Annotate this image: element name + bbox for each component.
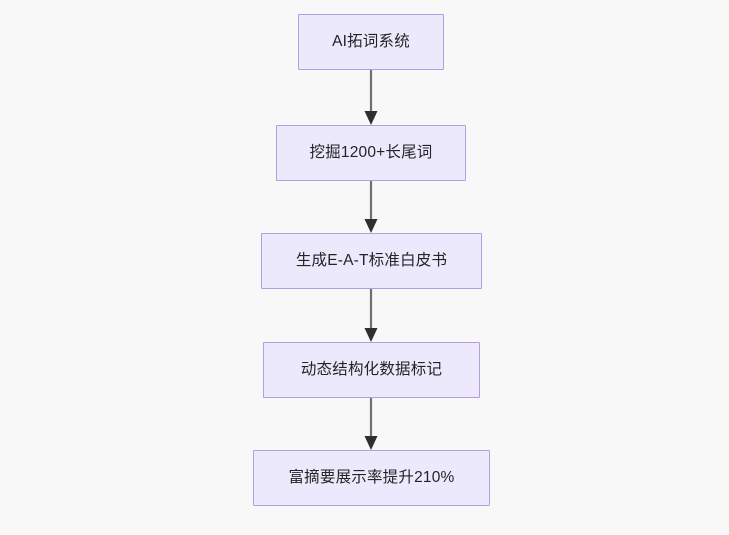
- arrowhead-icon: [364, 328, 378, 342]
- flow-node-mine-longtail-keywords[interactable]: 挖掘1200+长尾词: [276, 125, 466, 181]
- flow-node-label: 挖掘1200+长尾词: [309, 143, 433, 161]
- flow-node-label: 生成E-A-T标准白皮书: [295, 251, 448, 269]
- arrowhead-icon: [364, 219, 378, 233]
- flow-node-label: 富摘要展示率提升210%: [288, 468, 455, 486]
- flow-node-label: AI拓词系统: [332, 32, 410, 50]
- flow-edge-n2-n3: [360, 181, 382, 233]
- flow-node-dynamic-structured-data-markup[interactable]: 动态结构化数据标记: [263, 342, 480, 398]
- arrowhead-icon: [364, 111, 378, 125]
- arrowhead-icon: [364, 436, 378, 450]
- flow-edge-n4-n5: [360, 398, 382, 450]
- flow-edge-n3-n4: [360, 289, 382, 342]
- flow-node-label: 动态结构化数据标记: [300, 360, 443, 378]
- flow-node-generate-eat-whitepaper[interactable]: 生成E-A-T标准白皮书: [261, 233, 482, 289]
- flow-node-ai-keyword-system[interactable]: AI拓词系统: [298, 14, 444, 70]
- flow-edge-n1-n2: [360, 70, 382, 125]
- flow-node-rich-snippet-impression-lift[interactable]: 富摘要展示率提升210%: [253, 450, 490, 506]
